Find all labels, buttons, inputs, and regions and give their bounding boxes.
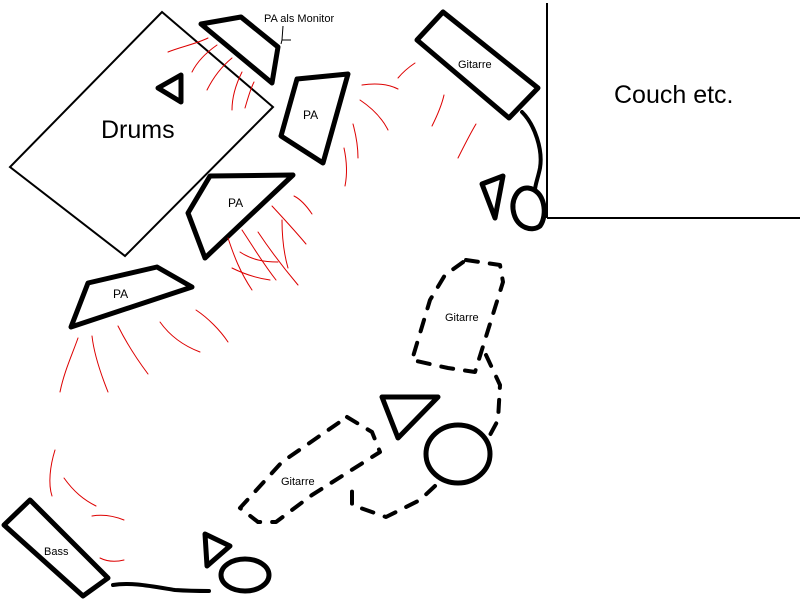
player-bass: [111, 531, 272, 594]
player-icon: [218, 556, 272, 594]
player-icon: [510, 185, 547, 232]
bass-amp: Bass: [1, 497, 111, 599]
drums-label: Drums: [101, 116, 175, 144]
bass-amp-label: Bass: [44, 546, 69, 558]
pa-speaker-1: PA: [278, 71, 351, 166]
pa-speaker-2: PA: [185, 172, 296, 261]
player-guitar-top: [479, 110, 547, 232]
drummer-mic-icon: [155, 72, 184, 105]
sound-waves: [49, 37, 477, 562]
guitar-amp-low-alt: Gitarre: [238, 415, 382, 524]
guitar-amp-low-label: Gitarre: [281, 476, 315, 488]
mic-stand-icon: [379, 394, 441, 441]
pa-speaker-3-label: PA: [113, 287, 128, 301]
couch-area: Couch etc.: [546, 3, 800, 219]
pa-speaker-2-label: PA: [228, 196, 243, 210]
guitar-amp-top: Gitarre: [414, 9, 541, 121]
couch-label: Couch etc.: [614, 81, 734, 109]
mic-stand-icon: [202, 531, 233, 569]
player-guitar-mid: [350, 353, 502, 519]
drums-kit: Drums: [8, 10, 275, 258]
pa-monitor-label: PA als Monitor: [264, 13, 334, 25]
player-icon: [423, 422, 493, 486]
pa-speaker-1-label: PA: [303, 108, 318, 122]
guitar-amp-mid-label: Gitarre: [445, 312, 479, 324]
mic-stand-icon: [479, 173, 506, 221]
pa-monitor: PA als Monitor: [198, 13, 334, 86]
guitar-amp-top-label: Gitarre: [458, 59, 492, 71]
pa-monitor-pointer: [280, 25, 291, 45]
guitar-amp-mid-alt: Gitarre: [410, 258, 505, 374]
pa-speaker-3: PA: [68, 264, 195, 330]
